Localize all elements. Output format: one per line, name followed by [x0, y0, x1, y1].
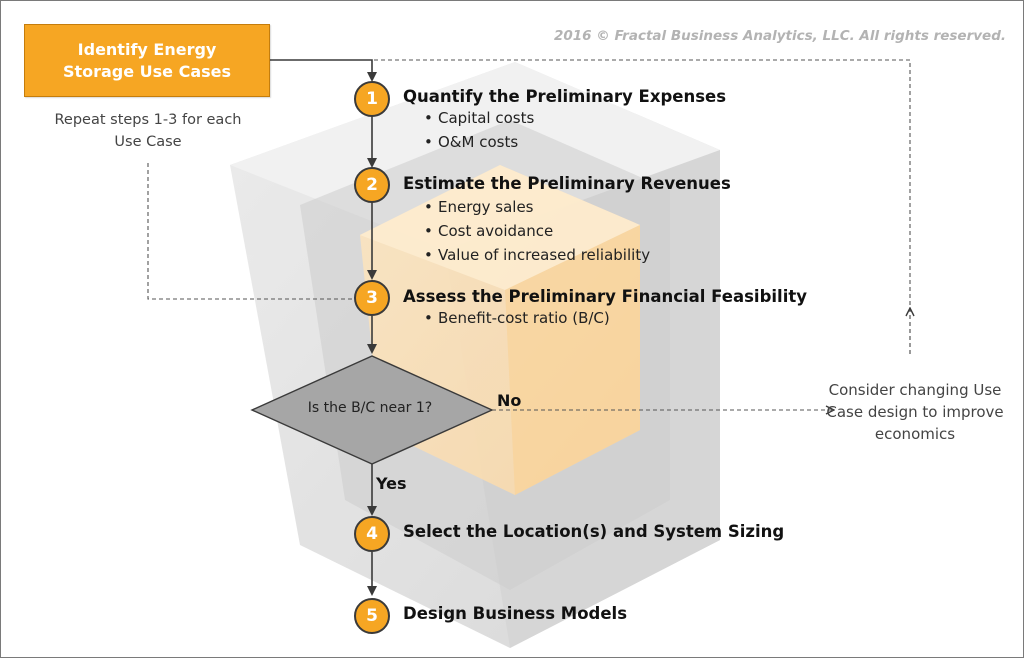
- step-1-bullet-1: Capital costs: [424, 108, 534, 128]
- step-2-number: 2: [354, 167, 390, 203]
- step-2-bullet-2: Cost avoidance: [424, 221, 553, 241]
- decision-yes-label: Yes: [376, 474, 407, 493]
- step-5-number: 5: [354, 598, 390, 634]
- step-2-title: Estimate the Preliminary Revenues: [403, 174, 731, 193]
- background-cube-graphic: [230, 62, 720, 648]
- step-2-bullet-1: Energy sales: [424, 197, 534, 217]
- decision-diamond: [250, 355, 494, 465]
- start-box-identify-use-cases: Identify Energy Storage Use Cases: [24, 24, 270, 97]
- repeat-steps-note: Repeat steps 1-3 for each Use Case: [54, 112, 242, 150]
- step-4-title: Select the Location(s) and System Sizing: [403, 522, 785, 541]
- decision-question: Is the B/C near 1?: [307, 400, 433, 416]
- decision-no-label: No: [497, 391, 522, 410]
- feedback-note: Consider changing Use Case design to imp…: [826, 381, 1004, 443]
- copyright-notice: 2016 © Fractal Business Analytics, LLC. …: [553, 28, 1006, 44]
- step-1-number: 1: [354, 81, 390, 117]
- step-4-number: 4: [354, 516, 390, 552]
- step-1-title: Quantify the Preliminary Expenses: [403, 87, 727, 106]
- step-3-title: Assess the Preliminary Financial Feasibi…: [403, 287, 808, 306]
- step-5-title: Design Business Models: [403, 604, 628, 623]
- step-3-number: 3: [354, 280, 390, 316]
- step-1-bullet-2: O&M costs: [424, 132, 518, 152]
- step-2-bullet-3: Value of increased reliability: [424, 245, 650, 265]
- start-box-label: Identify Energy Storage Use Cases: [62, 39, 232, 81]
- dashed-feedback-lines: [147, 59, 910, 410]
- flow-connectors: [270, 59, 377, 596]
- step-3-bullet-1: Benefit-cost ratio (B/C): [424, 308, 610, 328]
